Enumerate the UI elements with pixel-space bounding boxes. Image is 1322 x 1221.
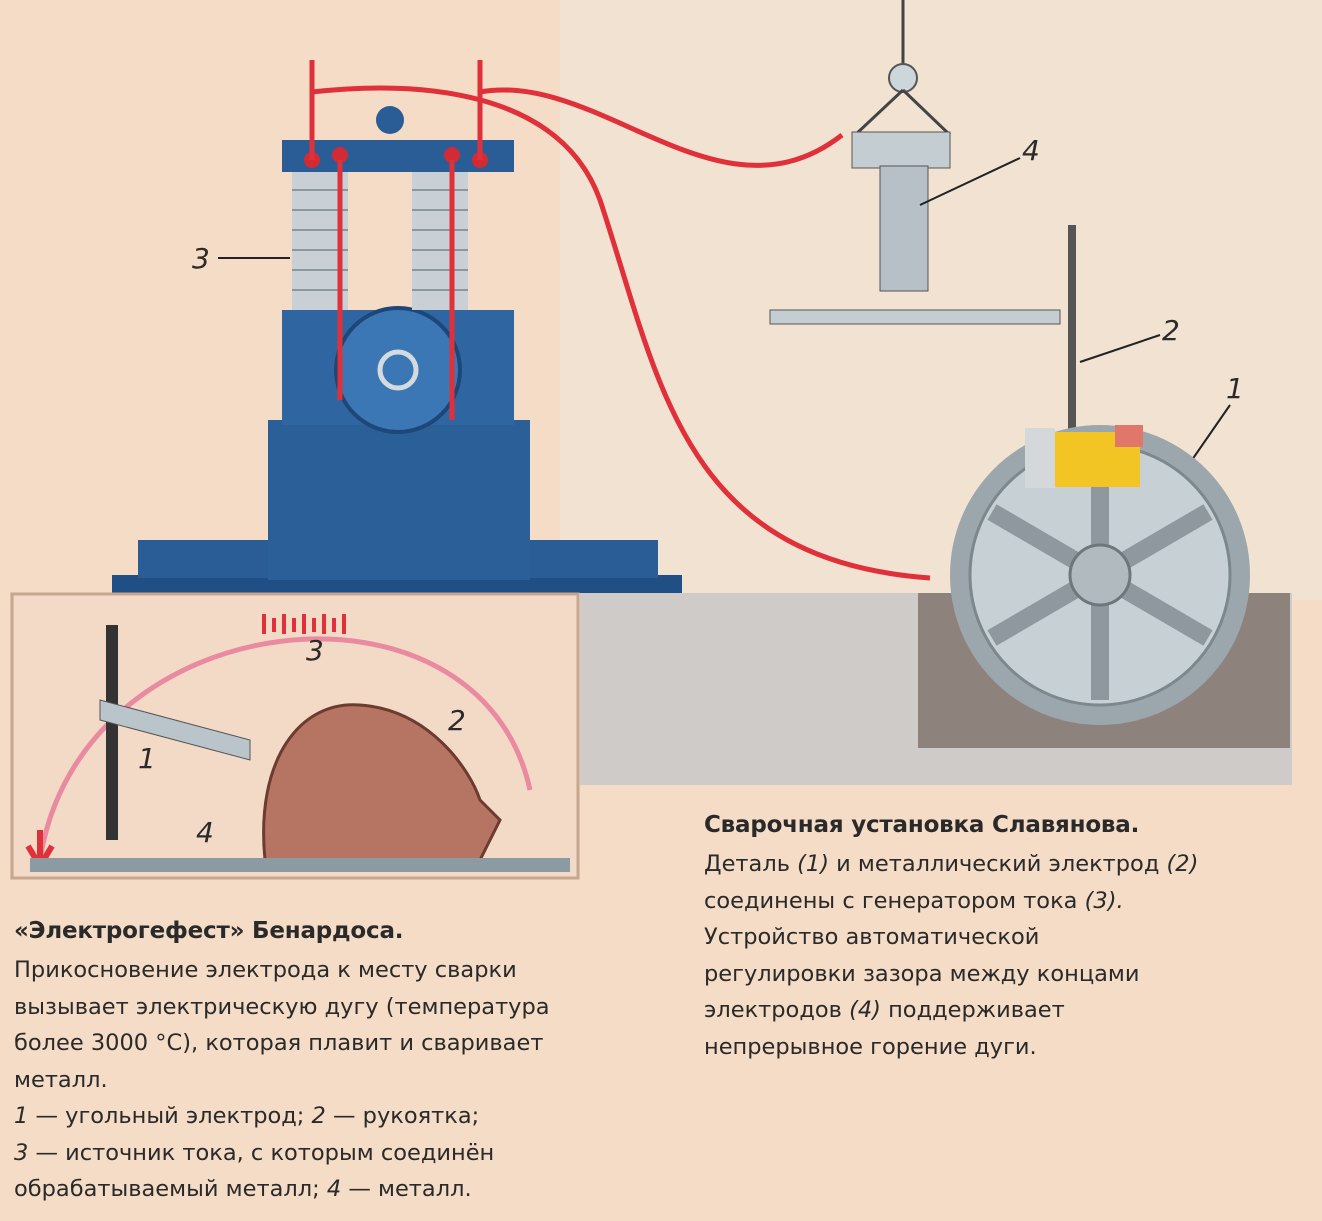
benardos-inset — [10, 592, 580, 880]
arc-regulator — [769, 0, 1076, 435]
ref: (3). — [1084, 887, 1124, 914]
slavyanov-caption: Сварочная установка Славянова. Деталь (1… — [704, 812, 1304, 1065]
inset-source-label: 3 — [306, 634, 324, 667]
legend-num: 3 — [14, 1139, 29, 1166]
text: электродов — [704, 997, 850, 1023]
benardos-caption: «Электрогефест» Бенардоса. Прикосновение… — [14, 918, 674, 1208]
text-line: вызывает электрическую дугу (температура — [14, 993, 550, 1020]
legend-text: обрабатываемый металл; — [14, 1176, 327, 1202]
legend-text: — рукоятка; — [325, 1103, 480, 1129]
regulator-label: 4 — [1022, 134, 1040, 167]
text: и металлический электрод — [828, 851, 1167, 877]
welding-illustration: 3 4 2 1 3 1 2 4 — [10, 0, 1322, 880]
slavyanov-text: Деталь (1) и металлический электрод (2) … — [704, 846, 1304, 1065]
text-line: более 3000 °С), которая плавит и сварива… — [14, 1030, 544, 1056]
inset-electrode-label: 1 — [138, 742, 156, 775]
legend-text: — угольный электрод; — [28, 1103, 312, 1129]
text: Деталь — [704, 851, 798, 877]
text: непрерывное горение дуги. — [704, 1033, 1037, 1060]
benardos-text: Прикосновение электрода к месту сварки в… — [14, 952, 674, 1208]
text: поддерживает — [880, 997, 1065, 1023]
part-label: 1 — [1226, 372, 1244, 405]
legend-num: 2 — [311, 1103, 326, 1129]
legend-num: 1 — [14, 1103, 29, 1129]
ref: (4) — [849, 997, 881, 1023]
text-line: металл. — [14, 1066, 108, 1093]
ref: (1) — [797, 851, 829, 877]
legend-text: — металл. — [341, 1176, 472, 1202]
ref: (2) — [1166, 851, 1199, 877]
generator-label: 3 — [192, 242, 210, 275]
benardos-title: «Электрогефест» Бенардоса. — [14, 918, 404, 944]
slavyanov-title: Сварочная установка Славянова. — [704, 812, 1140, 838]
legend-text: — источник тока, с которым соединён — [28, 1139, 495, 1166]
text: регулировки зазора между концами — [704, 960, 1140, 987]
inset-metal-label: 4 — [196, 816, 214, 849]
text: соединены с генератором тока — [704, 887, 1085, 914]
wires — [309, 60, 931, 581]
electrode-label: 2 — [1162, 314, 1180, 347]
inset-handle-label: 2 — [448, 704, 466, 737]
text-line: Прикосновение электрода к месту сварки — [14, 957, 517, 983]
text: Устройство автоматической — [704, 924, 1040, 950]
legend-num: 4 — [326, 1176, 342, 1202]
gear-workpiece — [950, 425, 1250, 725]
generator — [112, 106, 682, 593]
